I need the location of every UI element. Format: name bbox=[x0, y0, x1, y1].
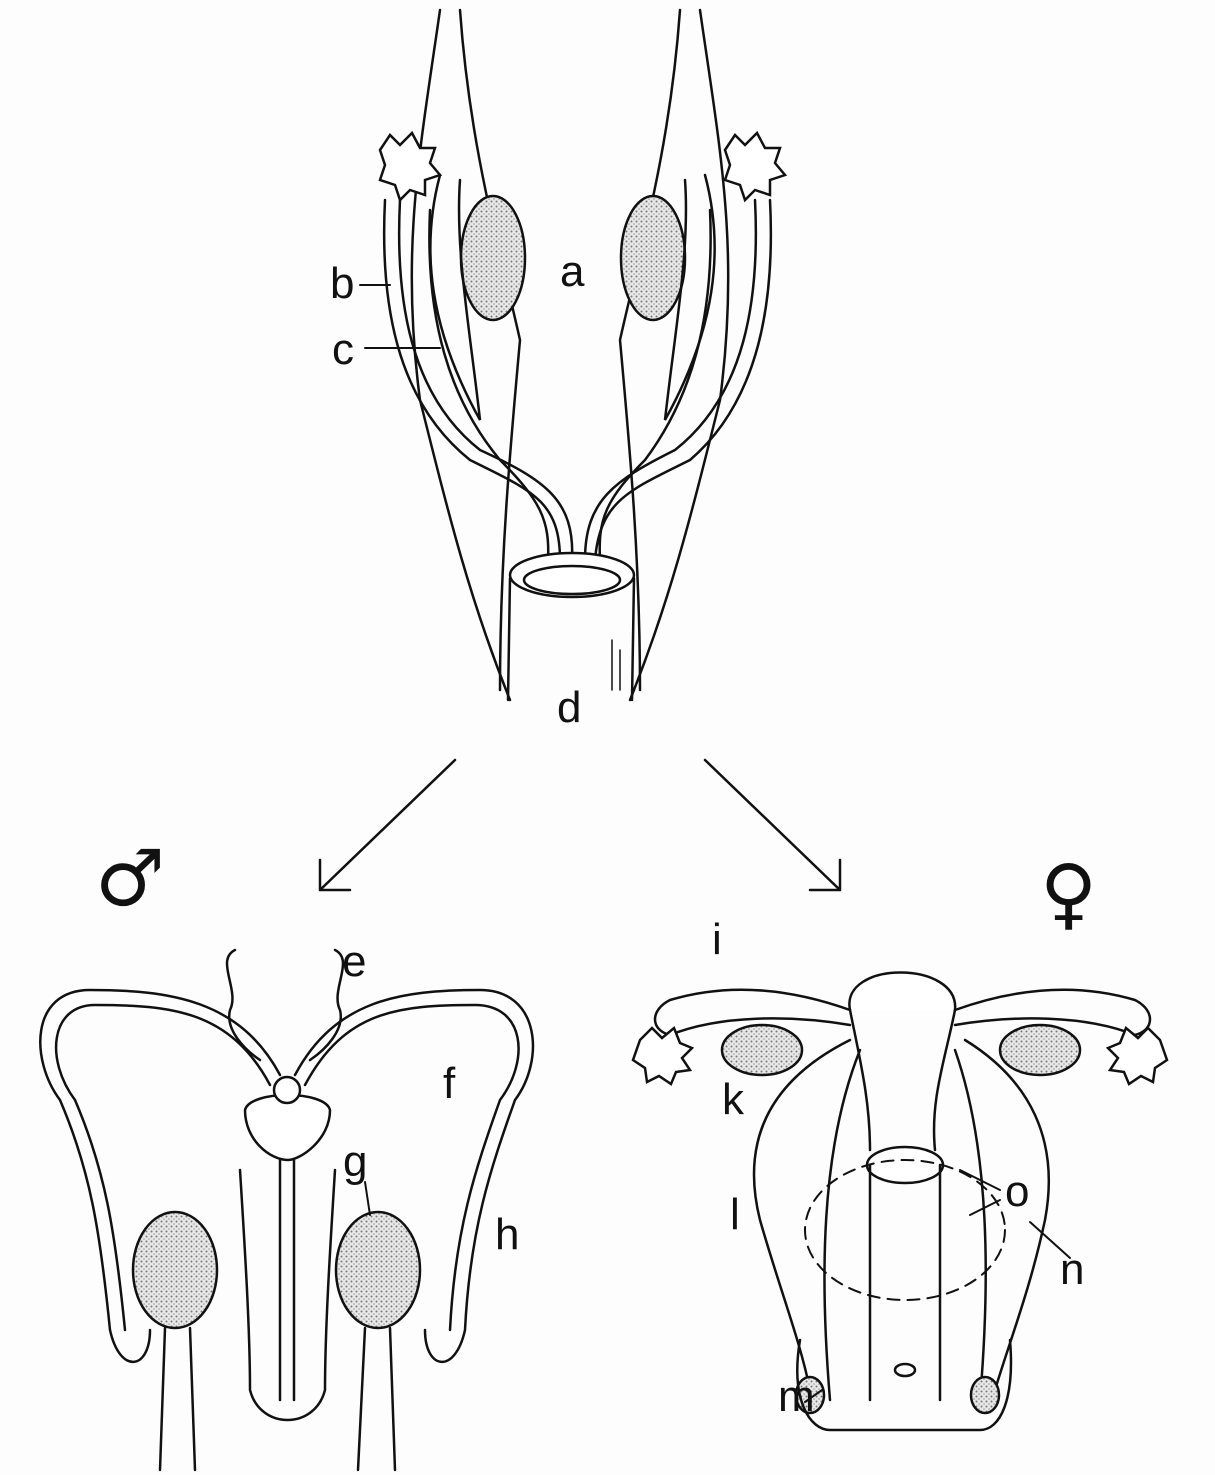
arrow-to-female bbox=[703, 758, 842, 892]
label-n: n bbox=[1060, 1245, 1085, 1294]
label-h: h bbox=[495, 1210, 520, 1259]
arrow-to-male bbox=[318, 758, 457, 892]
epoophoron-outline bbox=[804, 1159, 1006, 1301]
gonad-left bbox=[459, 194, 527, 322]
label-b: b bbox=[330, 259, 355, 308]
uterus-fundus bbox=[848, 971, 957, 1012]
male-symbol: ♂ bbox=[95, 834, 165, 924]
ovary-left bbox=[720, 1023, 804, 1077]
female-symbol: ♀ bbox=[1040, 849, 1098, 939]
male-system bbox=[39, 948, 535, 1472]
uterine-tube-right bbox=[953, 988, 1152, 1037]
label-o: o bbox=[1005, 1167, 1030, 1216]
label-d: d bbox=[557, 683, 582, 732]
seminal-vesicle-left bbox=[225, 948, 262, 1062]
gonad-right bbox=[619, 194, 687, 322]
fimbria-left bbox=[378, 130, 443, 203]
paramesonephric-duct-right bbox=[593, 198, 773, 562]
testis-right bbox=[334, 1210, 422, 1330]
uterine-tube-left bbox=[653, 988, 852, 1037]
label-i: i bbox=[712, 915, 722, 964]
indifferent-stage bbox=[318, 8, 842, 892]
label-g: g bbox=[343, 1137, 368, 1186]
ovary-right bbox=[998, 1023, 1082, 1077]
fimbria-right bbox=[723, 130, 788, 203]
prostate bbox=[243, 1093, 332, 1162]
label-k: k bbox=[722, 1075, 744, 1124]
label-l: l bbox=[730, 1190, 740, 1239]
label-f: f bbox=[443, 1059, 456, 1108]
label-m: m bbox=[778, 1372, 815, 1421]
label-c: c bbox=[332, 325, 354, 374]
female-system bbox=[631, 971, 1169, 1432]
urogenital-sinus bbox=[508, 551, 636, 599]
testis-left bbox=[131, 1210, 219, 1330]
label-a: a bbox=[560, 247, 585, 296]
seminal-vesicle-right bbox=[308, 948, 345, 1062]
label-e: e bbox=[342, 937, 367, 986]
gartner-duct-left bbox=[752, 1038, 852, 1392]
paramesonephric-duct-left bbox=[382, 198, 562, 562]
